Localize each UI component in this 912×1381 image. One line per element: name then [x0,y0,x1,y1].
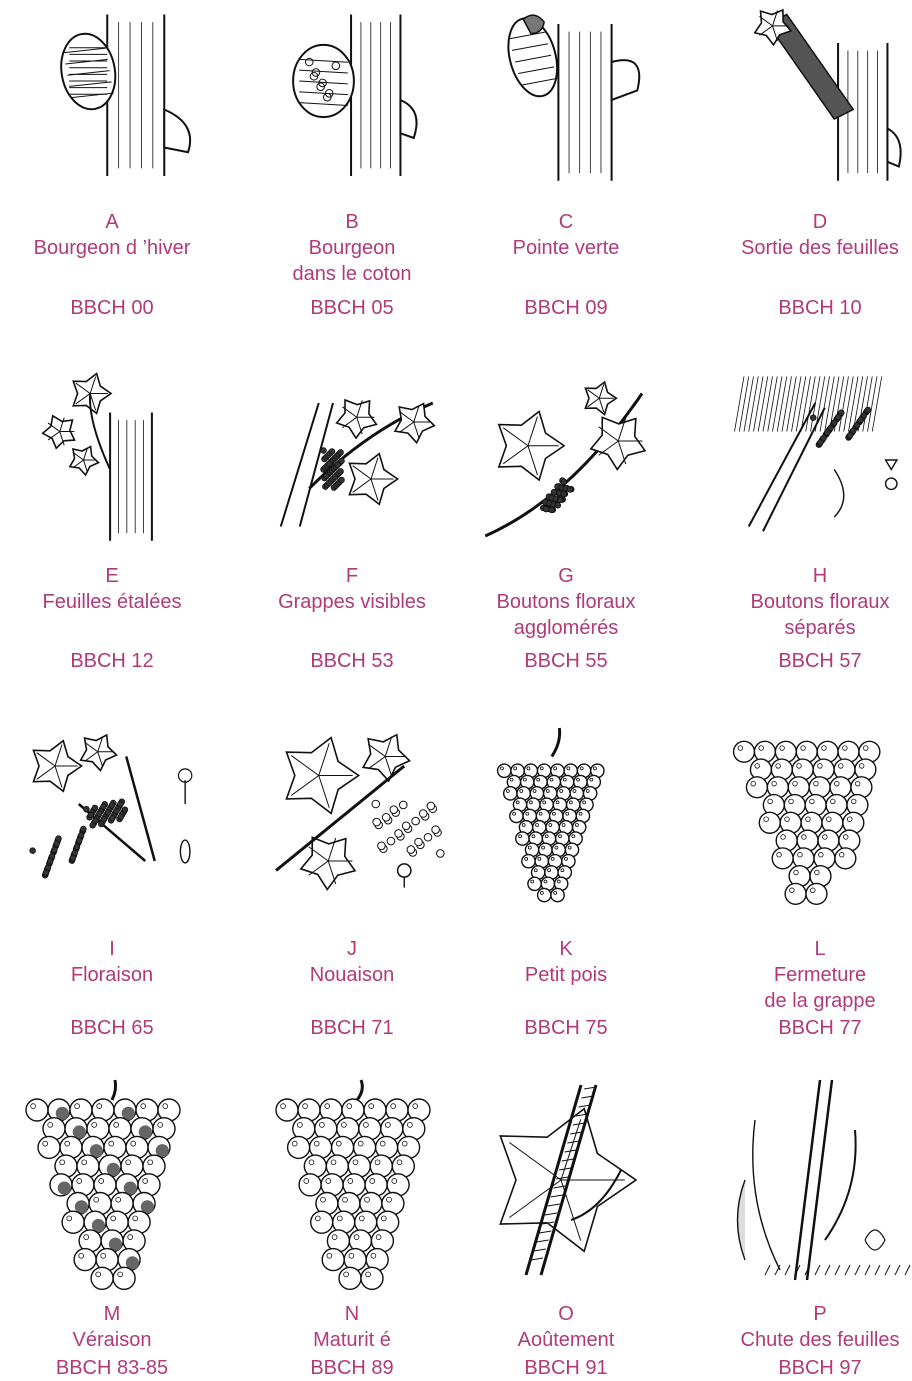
bbch-code: BBCH 71 [252,1015,452,1041]
bbch-code: BBCH 89 [252,1355,452,1381]
stage-letter: D [720,209,912,235]
bbch-code: BBCH 05 [252,295,452,321]
stage-name: Chute des feuilles [720,1327,912,1353]
bunch-closure-illustration [725,728,912,918]
bbch-code: BBCH 53 [252,648,452,674]
dormant-bud-illustration [17,5,207,195]
stage-letter: O [466,1301,666,1327]
stage-name: Fermeture [720,962,912,988]
bbch-code: BBCH 75 [466,1015,666,1041]
stage-name: Bourgeon [252,235,452,261]
bbch-code: BBCH 83-85 [12,1355,212,1381]
stage-letter: B [252,209,452,235]
stage-name: Aoûtement [466,1327,666,1353]
visible-clusters-illustration [257,365,447,555]
bbch-code: BBCH 10 [720,295,912,321]
stage-letter: J [252,936,452,962]
pea-size-berries-illustration [471,728,661,918]
leaf-emergence-illustration [725,5,912,195]
bbch-code: BBCH 65 [12,1015,212,1041]
bbch-code: BBCH 12 [12,648,212,674]
stage-name: Feuilles étalées [12,589,212,615]
stage-name: Bourgeon d ’hiver [12,235,212,261]
stage-name: séparés [720,615,912,641]
stage-letter: G [466,563,666,589]
leaf-fall-illustration [725,1075,912,1285]
stage-letter: N [252,1301,452,1327]
green-tip-illustration [471,5,661,195]
bbch-code: BBCH 97 [720,1355,912,1381]
stage-letter: A [12,209,212,235]
bbch-code: BBCH 57 [720,648,912,674]
stage-name: de la grappe [720,988,912,1014]
stage-letter: P [720,1301,912,1327]
woolly-bud-illustration [257,5,447,195]
stage-name: Nouaison [252,962,452,988]
stage-letter: I [12,936,212,962]
separated-buds-illustration [725,365,912,555]
bbch-code: BBCH 55 [466,648,666,674]
stage-name: Grappes visibles [252,589,452,615]
wood-ripening-illustration [471,1075,661,1285]
veraison-illustration [17,1075,207,1285]
stage-name: Pointe verte [466,235,666,261]
maturity-illustration [257,1075,447,1285]
bbch-code: BBCH 91 [466,1355,666,1381]
stage-letter: K [466,936,666,962]
stage-name: Petit pois [466,962,666,988]
stage-letter: E [12,563,212,589]
stage-name: agglomérés [466,615,666,641]
bbch-code: BBCH 77 [720,1015,912,1041]
agglomerated-buds-illustration [471,365,661,555]
stage-name: Véraison [12,1327,212,1353]
stage-name: dans le coton [252,261,452,287]
stage-letter: C [466,209,666,235]
leaves-unfolded-illustration [17,365,207,555]
bbch-code: BBCH 00 [12,295,212,321]
stage-name: Boutons floraux [720,589,912,615]
flowering-illustration [17,728,207,918]
stage-letter: F [252,563,452,589]
fruit-set-illustration [257,728,447,918]
stage-name: Sortie des feuilles [720,235,912,261]
stage-letter: H [720,563,912,589]
stage-name: Boutons floraux [466,589,666,615]
bbch-code: BBCH 09 [466,295,666,321]
stage-letter: L [720,936,912,962]
stage-name: Maturit é [252,1327,452,1353]
stage-letter: M [12,1301,212,1327]
stage-name: Floraison [12,962,212,988]
